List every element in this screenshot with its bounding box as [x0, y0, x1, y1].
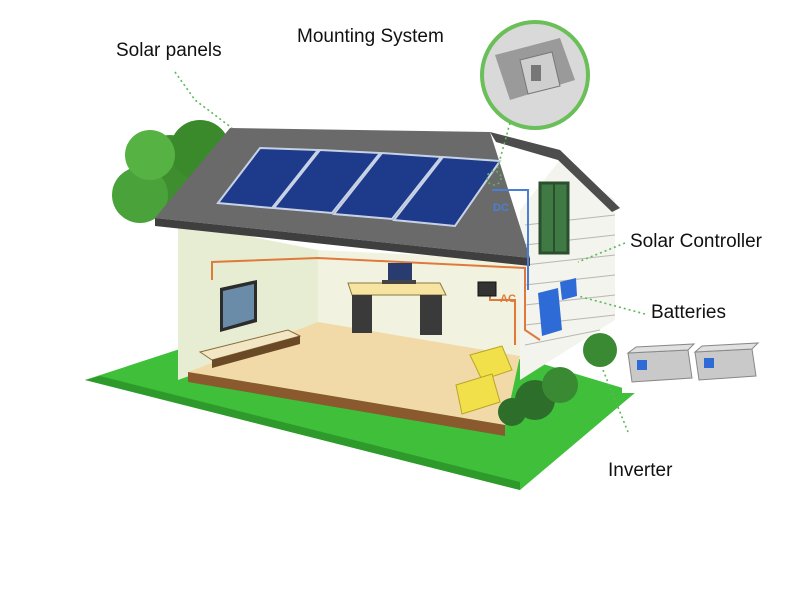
- callout-target-mounting: [486, 170, 502, 186]
- battery-icon: [622, 342, 786, 393]
- mounting-zoom-circle: [480, 20, 590, 130]
- roof-gable-trim: [490, 132, 620, 212]
- callout-line-inverter: [602, 369, 629, 433]
- ac-wire-label: AC: [500, 293, 516, 305]
- inverter-label: Inverter: [608, 460, 673, 481]
- controller-icon: [477, 281, 497, 297]
- dc-wire: [492, 189, 529, 290]
- ac-wire: [211, 256, 541, 341]
- dc-wire-label: DC: [493, 202, 509, 214]
- armchair-icon: [455, 345, 513, 415]
- floor-edge: [188, 372, 505, 436]
- inverter-icon: [538, 278, 577, 336]
- tree-icon: [112, 120, 230, 223]
- mounting-system-label: Mounting System: [297, 26, 444, 47]
- batteries-label: Batteries: [651, 302, 726, 323]
- callout-line-mounting: [496, 122, 511, 171]
- solar-panels-label: Solar panels: [116, 40, 222, 61]
- solar-panel-2: [272, 148, 383, 215]
- solar-controller-label: Solar Controller: [630, 231, 762, 252]
- solar-panel-icon: [216, 146, 502, 228]
- solar-panel-3: [332, 151, 443, 221]
- solar-panel-1: [216, 146, 321, 210]
- solar-panel-4: [392, 155, 502, 228]
- bushes: [498, 333, 617, 426]
- callout-line-batteries: [577, 295, 646, 315]
- callout-line-panels: [174, 71, 233, 129]
- tv-icon: [220, 280, 257, 332]
- grass-shadow: [85, 376, 520, 490]
- ac-wire-2: [489, 295, 516, 345]
- computer-icon: [347, 263, 447, 335]
- roof-edge: [155, 218, 530, 266]
- bench-base: [212, 336, 300, 368]
- callout-line-controller: [577, 242, 626, 263]
